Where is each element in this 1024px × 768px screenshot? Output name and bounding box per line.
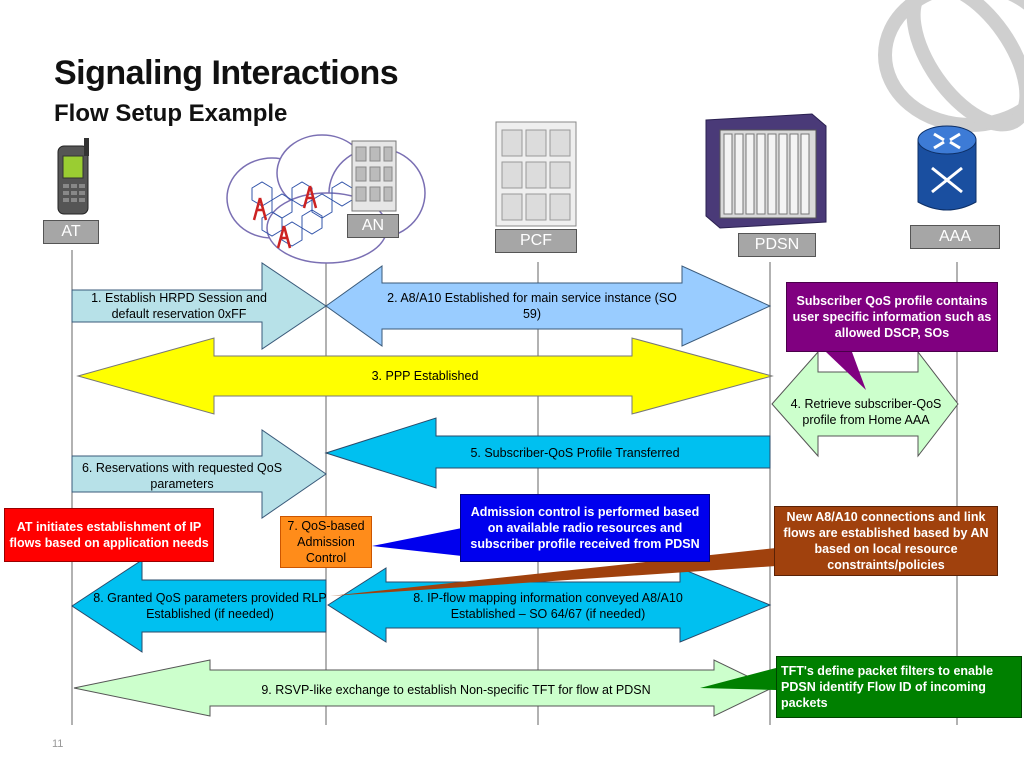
router-icon	[917, 125, 977, 211]
pdsn-chassis-icon	[705, 113, 827, 229]
arrow-step-2	[325, 265, 772, 347]
entity-at: AT	[43, 220, 99, 244]
step-8b-label: 8. IP-flow mapping information conveyed …	[413, 591, 683, 621]
page-number: 11	[52, 738, 64, 750]
callout-admission-control: Admission control is performed based on …	[460, 494, 710, 562]
mobile-phone-icon	[57, 138, 89, 215]
entity-aaa: AAA	[910, 225, 1000, 249]
callout-new-connections: New A8/A10 connections and link flows ar…	[774, 506, 998, 576]
arrow-step-3	[76, 337, 774, 415]
callout-at-initiates: AT initiates establishment of IP flows b…	[4, 508, 214, 562]
arrow-step-5	[324, 417, 771, 489]
logo-globe-icon	[878, 0, 1024, 132]
step-1-label: 1. Establish HRPD Session and default re…	[91, 291, 267, 321]
entity-an: AN	[347, 214, 399, 238]
arrow-step-8a	[71, 559, 327, 653]
callout-pointer-subscriber	[826, 352, 866, 390]
entity-pcf: PCF	[495, 229, 577, 253]
slide-subtitle: Flow Setup Example	[54, 100, 288, 127]
step-8a-label: 8. Granted QoS parameters provided RLP E…	[93, 591, 327, 621]
step-6-label: 6. Reservations with requested QoS param…	[81, 461, 283, 491]
entity-pdsn: PDSN	[738, 233, 816, 257]
callout-tft: TFT's define packet filters to enable PD…	[776, 656, 1022, 718]
step-3-label: 3. PPP Established	[371, 369, 479, 383]
arrow-step-6	[71, 429, 327, 519]
slide-title: Signaling Interactions	[54, 54, 399, 92]
arrow-step-4	[771, 350, 959, 458]
base-station-rack-icon	[351, 140, 397, 212]
pcf-cabinet-icon	[495, 121, 577, 227]
callout-subscriber-profile: Subscriber QoS profile contains user spe…	[786, 282, 998, 352]
step-7-box: 7. QoS-based Admission Control	[280, 516, 372, 568]
callout-pointer-admission	[372, 528, 462, 556]
callout-pointer-tft	[700, 668, 776, 690]
step-5-label: 5. Subscriber-QoS Profile Transferred	[470, 446, 680, 460]
arrow-step-1	[71, 262, 327, 350]
step-2-label: 2. A8/A10 Established for main service i…	[387, 291, 677, 321]
step-9-label: 9. RSVP-like exchange to establish Non-s…	[261, 683, 651, 697]
step-4-label: 4. Retrieve subscriber-QoS profile from …	[790, 397, 942, 427]
